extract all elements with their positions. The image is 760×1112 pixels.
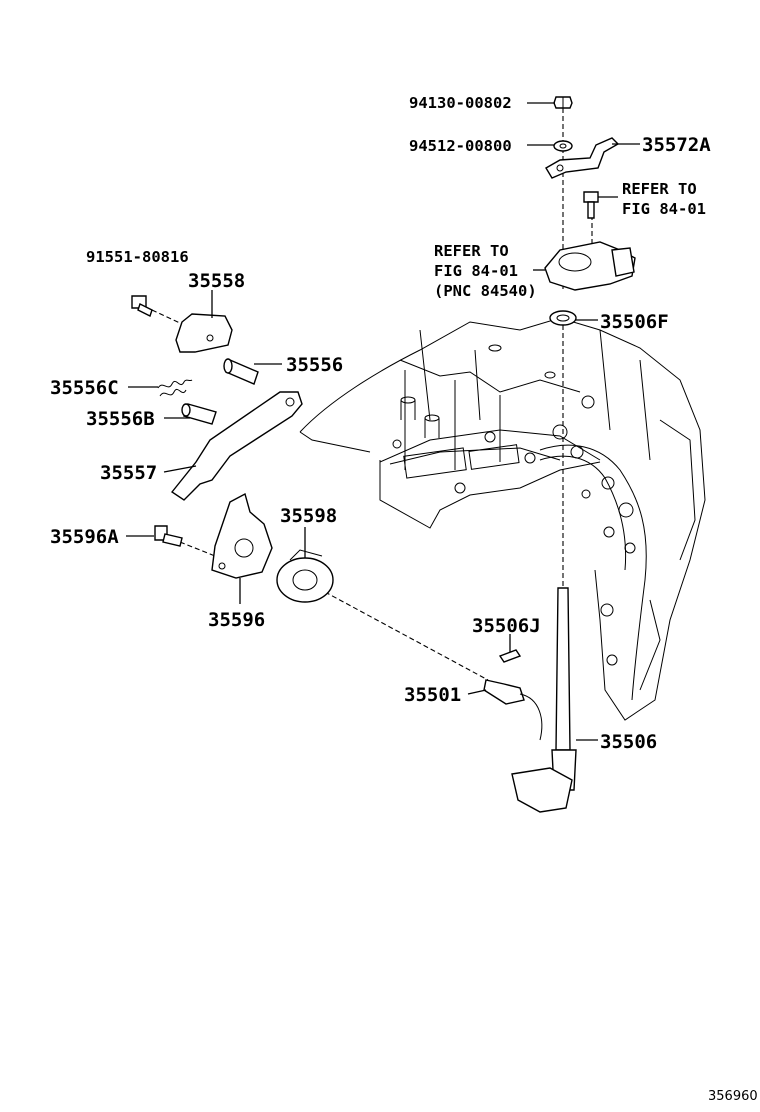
label-35506: 35506 <box>600 731 657 753</box>
label-35501: 35501 <box>404 684 461 706</box>
spring-35556C <box>157 379 193 397</box>
lever-35557 <box>170 391 303 501</box>
transmission-housing-drawing <box>299 317 706 721</box>
label-35596A: 35596A <box>50 526 119 548</box>
label-35557: 35557 <box>100 462 157 484</box>
oil-seal-35506F <box>549 310 577 326</box>
bolt-refer-fig <box>583 191 599 219</box>
label-fig-84-01-1: FIG 84-01 <box>622 200 706 218</box>
label-35556: 35556 <box>286 354 343 376</box>
bolt-91551 <box>131 295 153 317</box>
sensor-35501 <box>483 679 543 741</box>
figure-code: 356960 <box>708 1089 758 1104</box>
plate-35596 <box>211 492 273 579</box>
label-35506J: 35506J <box>472 615 541 637</box>
label-35556B: 35556B <box>86 408 155 430</box>
label-94130-00802: 94130-00802 <box>409 94 512 112</box>
shaft-35506 <box>511 587 577 813</box>
pin-35506J <box>498 649 522 663</box>
assembly-lines <box>151 108 593 681</box>
bracket-35558 <box>175 313 233 353</box>
bolt-35596A <box>154 525 183 547</box>
collar-35598 <box>276 549 334 603</box>
label-pnc-84540: (PNC 84540) <box>434 282 537 300</box>
label-35572A: 35572A <box>642 134 711 156</box>
label-35558: 35558 <box>188 270 245 292</box>
label-fig-84-01-2: FIG 84-01 <box>434 262 518 280</box>
label-94512-00800: 94512-00800 <box>409 137 512 155</box>
label-35506F: 35506F <box>600 311 669 333</box>
leader-lines <box>126 102 640 741</box>
nut-94130 <box>553 96 573 109</box>
label-35596: 35596 <box>208 609 265 631</box>
label-91551-80816: 91551-80816 <box>86 248 189 266</box>
callout-labels: 94130-00802 94512-00800 35572A REFER TO … <box>50 94 758 1104</box>
label-refer-to-1: REFER TO <box>622 180 697 198</box>
washer-94512 <box>553 140 573 152</box>
neutral-start-switch <box>544 241 636 291</box>
label-refer-to-2: REFER TO <box>434 242 509 260</box>
label-35598: 35598 <box>280 505 337 527</box>
pin-35556 <box>223 358 259 385</box>
pin-35556B <box>181 403 217 425</box>
label-35556C: 35556C <box>50 377 119 399</box>
